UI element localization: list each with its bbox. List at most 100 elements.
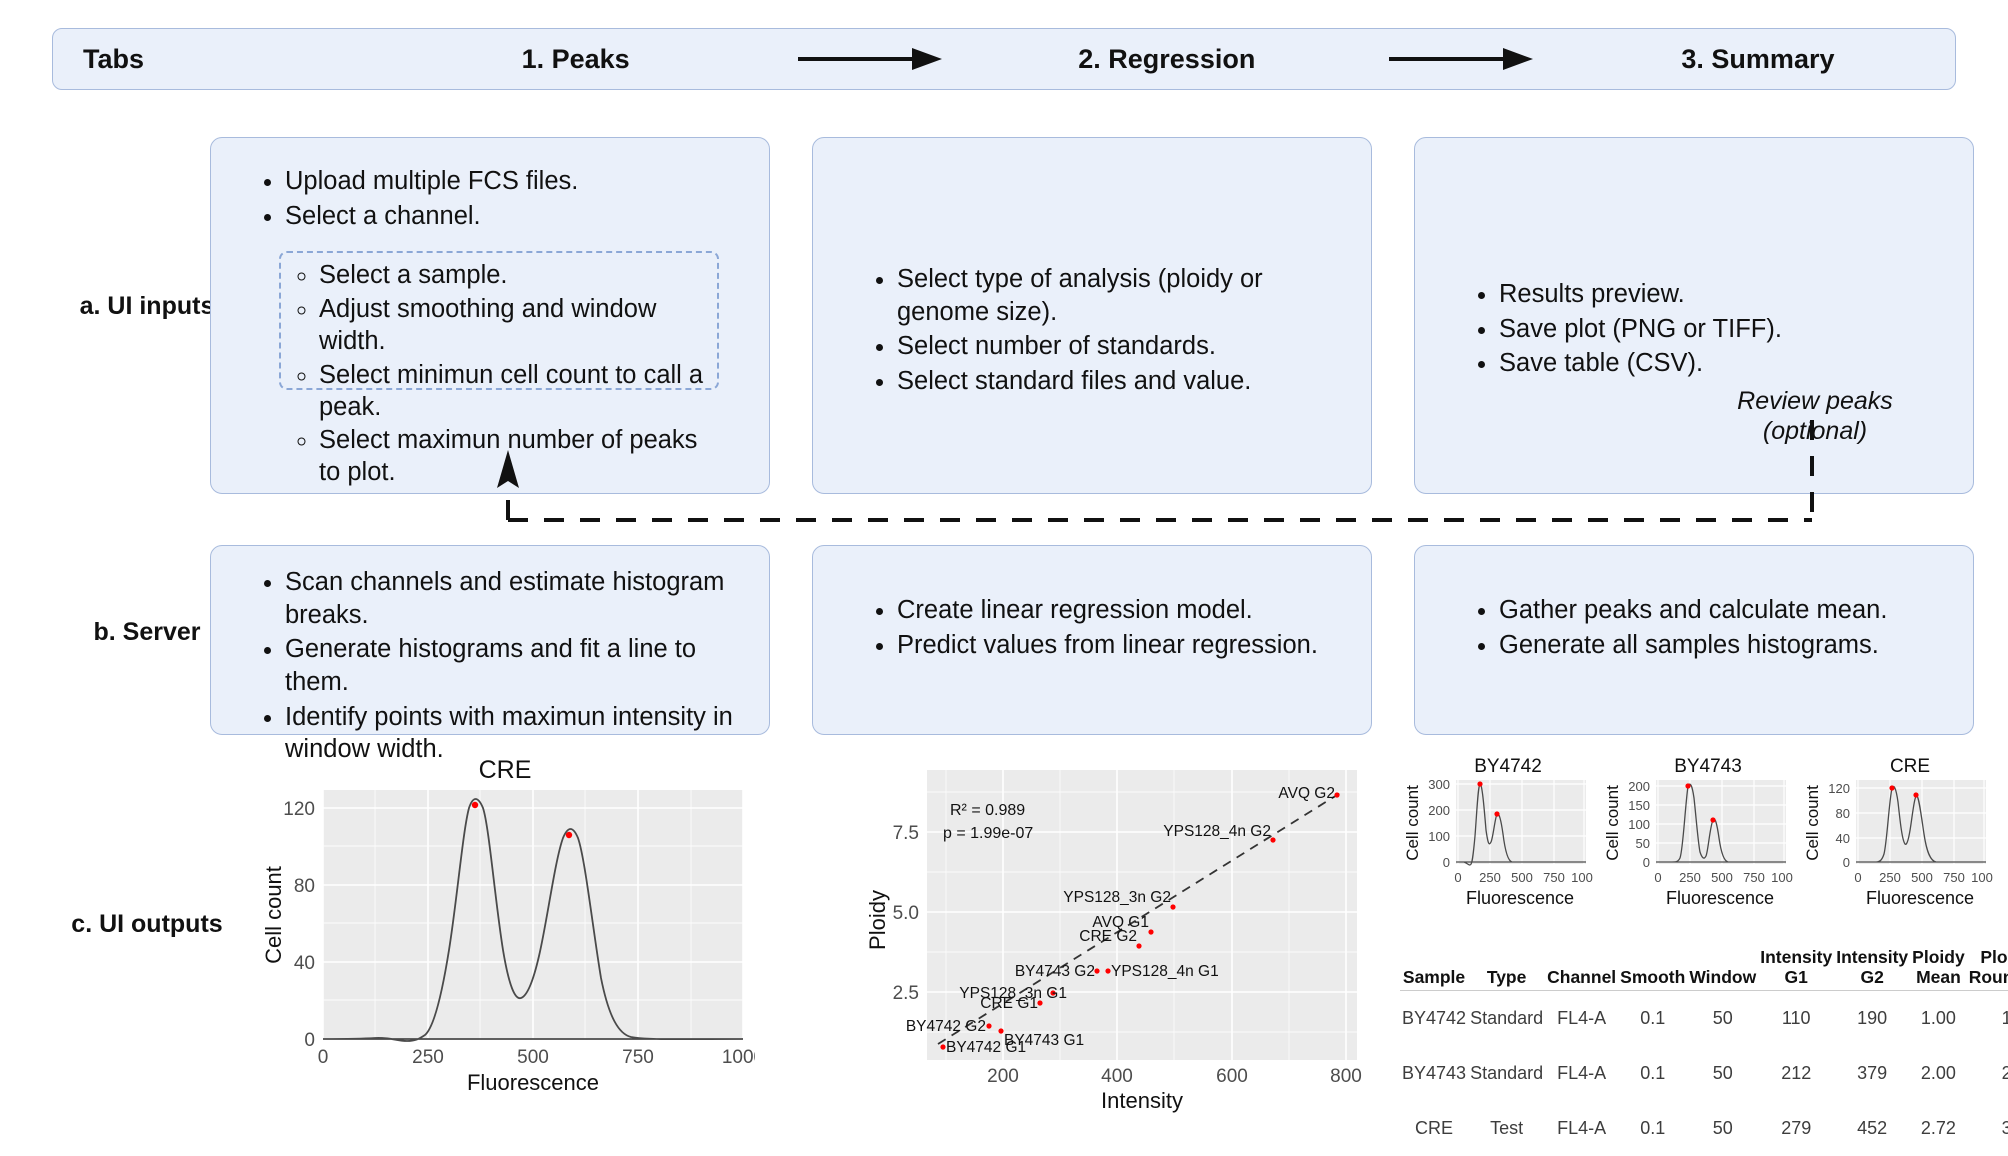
x-tick: 1000 [722,1047,755,1068]
x-tick: 100 [1971,870,1993,885]
table-header-type: Type [1486,966,1527,987]
x-tick: 750 [1543,870,1565,885]
point-label: CRE G2 [1079,928,1137,945]
y-tick: 120 [283,799,315,820]
y-tick: 300 [1428,777,1450,792]
list-item: Generate histograms and fit a line to th… [285,633,751,698]
x-tick: 750 [622,1047,654,1068]
review-peaks-note: Review peaks (optional) [1700,386,1930,446]
right-arrow-icon [1364,45,1561,73]
ui-inputs-peaks-sublist: Select a sample. Adjust smoothing and wi… [281,260,709,491]
table-header-sample: Sample [1402,966,1466,987]
peak-marker [471,801,479,809]
table-cell: 3 [2001,1118,2008,1139]
table-cell: 0.1 [1640,1063,1666,1084]
point-label: AVQ G1 [1092,914,1149,931]
server-peaks-list: Scan channels and estimate histogram bre… [251,566,751,768]
x-tick: 250 [1879,870,1901,885]
x-axis-label: Fluorescence [1466,888,1574,908]
y-axis-label: Cell count [1603,785,1622,861]
y-tick: 5.0 [893,903,919,924]
scatter-point [1136,943,1142,949]
x-tick: 400 [1101,1066,1133,1087]
table-cell: 2.72 [1920,1118,1956,1139]
y-tick: 2.5 [893,983,919,1004]
table-cell: Test [1490,1118,1524,1139]
card-ui-inputs-regression: Select type of analysis (ploidy or genom… [812,137,1372,494]
chart-title: BY4743 [1674,758,1742,777]
table-cell: 50 [1712,1118,1733,1139]
annotation-r-squared: R² = 0.989 [950,802,1025,819]
list-item: Adjust smoothing and window width. [319,294,709,358]
ui-inputs-peaks-list: Upload multiple FCS files. Select a chan… [251,165,751,234]
annotation-p-value: p = 1.99e-07 [943,825,1033,842]
table-cell: Standard [1470,1008,1544,1029]
peak-marker [565,831,573,839]
table-cell: 0.1 [1640,1118,1666,1139]
chart-title: CRE [479,760,532,784]
tab-regression[interactable]: 2. Regression [1078,43,1256,74]
tab-peaks[interactable]: 1. Peaks [521,43,630,74]
list-item: Gather peaks and calculate mean. [1499,594,1951,627]
table-cell: 2.00 [1920,1063,1956,1084]
scatter-point [1105,968,1111,974]
y-tick: 200 [1428,803,1450,818]
table-cell: BY4742 [1402,1008,1467,1029]
y-tick: 100 [1428,829,1450,844]
card-ui-inputs-peaks: Upload multiple FCS files. Select a chan… [210,137,770,494]
card-server-peaks: Scan channels and estimate histogram bre… [210,545,770,763]
point-label: BY4743 G2 [1015,963,1095,980]
table-cell: 50 [1712,1008,1733,1029]
chart-regression-scatter: R² = 0.989 p = 1.99e-07 AVQ G2 YPS128_4n… [855,760,1375,1120]
table-cell: FL4-A [1557,1118,1607,1139]
y-tick: 80 [1836,806,1850,821]
table-cell: 50 [1712,1063,1733,1084]
peak-marker [1889,785,1895,791]
list-item: Generate all samples histograms. [1499,629,1951,662]
table-cell: 2 [2001,1063,2008,1084]
chart-title: CRE [1890,758,1930,777]
list-item: Scan channels and estimate histogram bre… [285,566,751,631]
chart-main-histogram: CRE 0 40 [255,756,764,1110]
list-item: Save plot (PNG or TIFF). [1499,313,1951,346]
scatter-point [1050,990,1056,996]
scatter-point [1170,904,1176,910]
table-cell: 190 [1857,1008,1888,1029]
table-cell: CRE [1415,1118,1454,1139]
card-server-summary: Gather peaks and calculate mean. Generat… [1414,545,1974,735]
server-regression-list: Create linear regression model. Predict … [863,594,1349,663]
point-label: YPS128_3n G1 [959,985,1067,1002]
y-tick: 0 [1643,855,1650,870]
y-tick: 40 [1836,831,1850,846]
x-tick: 500 [1511,870,1533,885]
row-label-ui-inputs: a. UI inputs [79,292,215,320]
peak-marker [1913,792,1919,798]
x-tick: 0 [318,1047,329,1068]
x-tick: 0 [1854,870,1861,885]
y-tick: 7.5 [893,823,919,844]
table-cell: 279 [1781,1118,1812,1139]
point-label: CRE G1 [980,995,1038,1012]
server-summary-list: Gather peaks and calculate mean. Generat… [1465,594,1951,663]
y-tick: 100 [1628,817,1650,832]
table-cell: 1 [2001,1008,2008,1029]
table-row: BY4742 Standard FL4-A 0.1 50 110 190 1.0… [1400,991,2008,1047]
x-axis-label: Fluorescence [1666,888,1774,908]
table-header-ploidy-rounded: PloidyRounded [1968,947,2008,987]
tab-summary[interactable]: 3. Summary [1681,43,1835,74]
list-item: Upload multiple FCS files. [285,165,751,198]
y-tick: 120 [1828,781,1850,796]
peak-marker [1685,783,1691,789]
y-axis-label: Cell count [1403,785,1422,861]
table-header-channel: Channel [1547,966,1617,987]
x-tick: 750 [1743,870,1765,885]
row-label-server: b. Server [93,618,201,646]
scatter-point [1094,968,1100,974]
peak-marker [1494,811,1500,817]
table-cell: 1.00 [1920,1008,1956,1029]
table-header-row: Sample Type Channel Smooth Window Intens… [1400,945,2008,991]
histogram-curve [1856,785,1986,863]
ui-inputs-regression-list: Select type of analysis (ploidy or genom… [863,263,1349,400]
